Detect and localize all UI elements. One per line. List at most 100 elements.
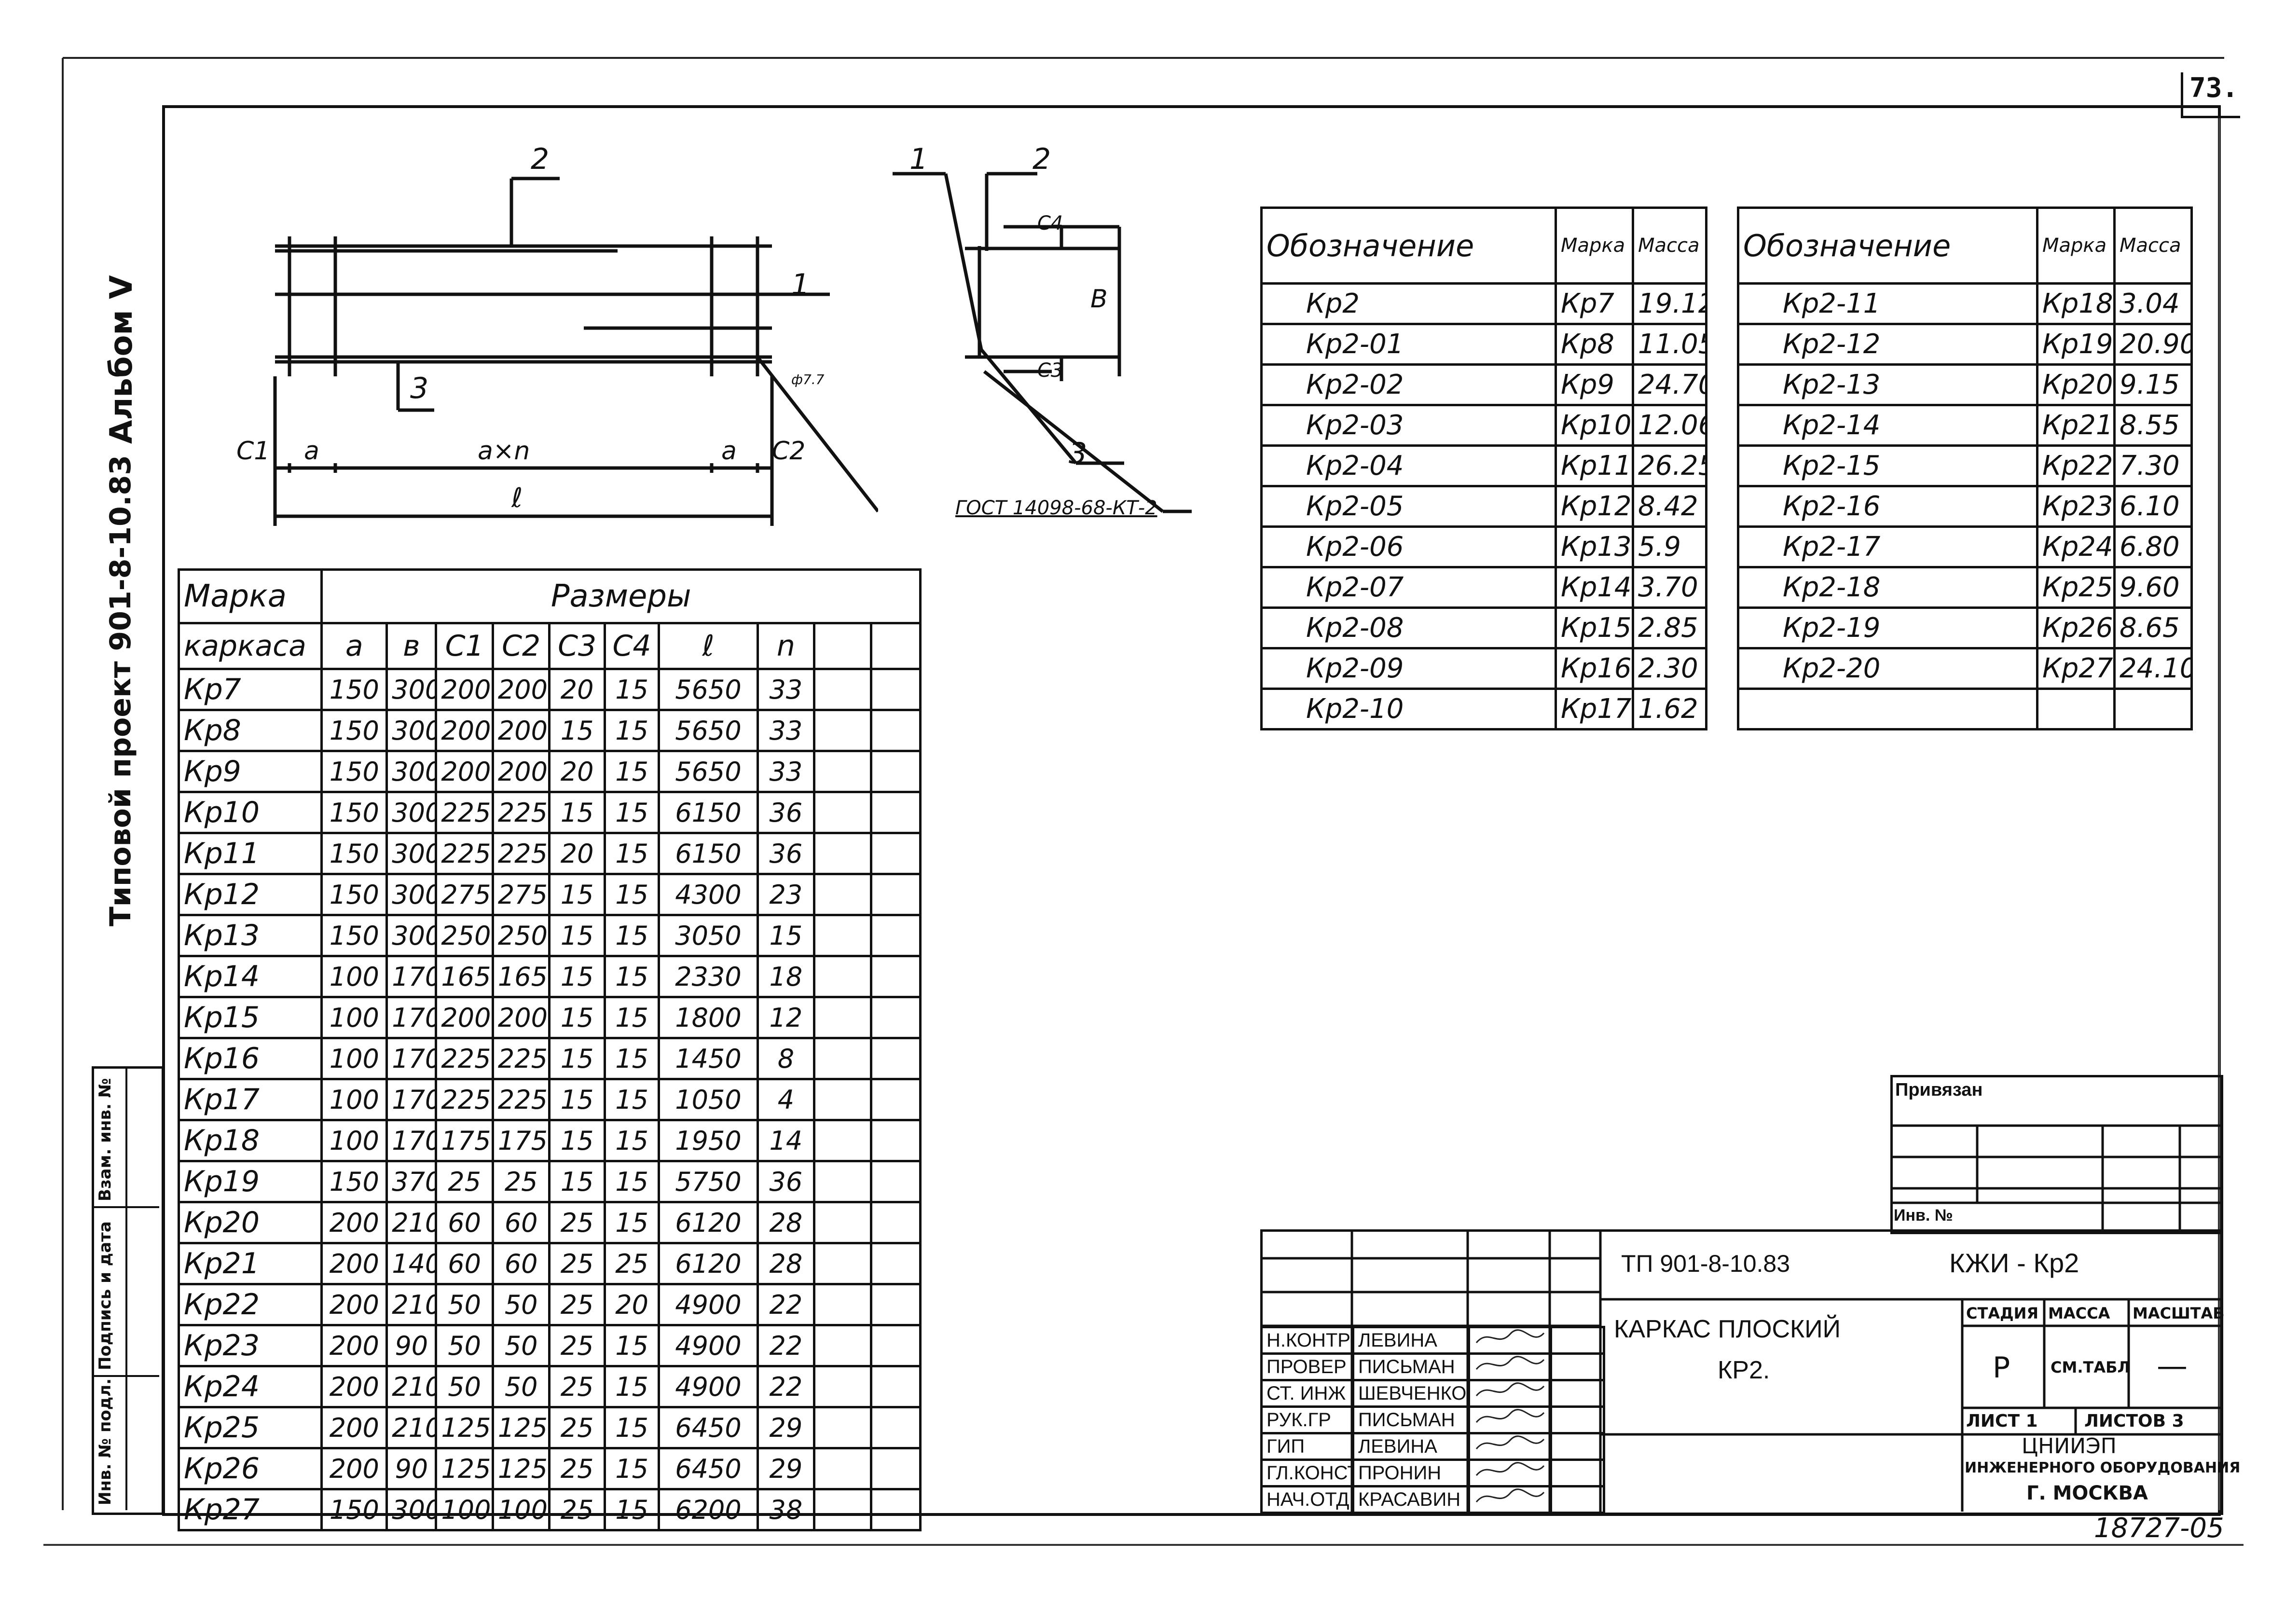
mass-value: СМ.ТАБЛ [2051, 1358, 2131, 1376]
size-cell: 28 [756, 1242, 816, 1285]
frame-section-drawing [893, 172, 1192, 513]
table-row: Кр101503002252251515615036 [177, 791, 922, 834]
size-cell: 25 [548, 1488, 606, 1531]
empty-cell [1550, 1459, 1605, 1487]
size-cell: 8 [756, 1037, 816, 1080]
signer-role: РУК.ГР [1260, 1405, 1354, 1434]
empty-cell [869, 750, 922, 793]
designation-cell: Кр2-15 [1737, 444, 2038, 487]
mass-cell: 8.65 [2113, 606, 2193, 649]
sizes-col-header: в [385, 622, 438, 670]
empty-cell [869, 1406, 922, 1449]
stamp-vzam: Взам. инв. № [96, 1078, 115, 1201]
mass-cell: 24.70 [1632, 363, 1707, 406]
size-cell: 15 [548, 914, 606, 957]
frame-mark-cell: Кр13 [177, 914, 323, 957]
org-line1: ЦНИИЭП [2022, 1434, 2117, 1459]
size-cell: 6120 [658, 1242, 759, 1285]
signature-cell [1468, 1432, 1552, 1461]
size-cell: 150 [320, 914, 388, 957]
size-cell: 6120 [658, 1201, 759, 1244]
size-cell: 15 [548, 709, 606, 752]
doc-code: КЖИ - Кр2 [1949, 1248, 2079, 1278]
d1-c1-label: С1 [236, 437, 270, 466]
size-cell: 200 [435, 750, 494, 793]
designation-cell: Кр2-18 [1737, 566, 2038, 609]
empty-cell [813, 1201, 872, 1244]
empty-cell [869, 1078, 922, 1121]
size-cell: 15 [603, 1160, 661, 1203]
org-line3: Г. МОСКВА [2026, 1482, 2148, 1504]
size-cell: 3050 [658, 914, 759, 957]
size-cell: 15 [603, 1488, 661, 1531]
signer-role: НАЧ.ОТД [1260, 1485, 1354, 1514]
side-stamp-h1 [92, 1206, 159, 1208]
mass-cell: 2.85 [1632, 606, 1707, 649]
mass-cell: 3.70 [1632, 566, 1707, 609]
table-row: Кр151001702002001515180012 [177, 996, 922, 1039]
size-cell: 300 [385, 873, 438, 916]
size-cell: 15 [548, 996, 606, 1039]
empty-cell [1550, 1485, 1605, 1514]
size-cell: 22 [756, 1365, 816, 1408]
designation-cell: Кр2-20 [1737, 647, 2038, 690]
size-cell: 60 [491, 1242, 551, 1285]
empty-cell [869, 955, 922, 998]
mark-cell: Кр13 [1555, 525, 1634, 568]
empty-cell [869, 791, 922, 834]
size-cell: 33 [756, 750, 816, 793]
size-cell: 300 [385, 668, 438, 711]
signer-role: ГЛ.КОНСТР [1260, 1459, 1354, 1487]
size-cell: 250 [491, 914, 551, 957]
signer-name: ШЕВЧЕНКО [1352, 1379, 1470, 1408]
org-line2: ИНЖЕНЕРНОГО ОБОРУДОВАНИЯ [1965, 1459, 2241, 1476]
size-cell: 170 [385, 1078, 438, 1121]
size-cell: 6150 [658, 832, 759, 875]
sizes-col-header [869, 622, 922, 670]
size-cell: 15 [603, 1078, 661, 1121]
size-cell: 125 [491, 1406, 551, 1449]
empty-cell [869, 1160, 922, 1203]
d1-pos2-label: 2 [531, 142, 550, 176]
frame-mark-cell: Кр12 [177, 873, 323, 916]
designation-cell [1737, 688, 2038, 730]
stage-value: Р [1993, 1351, 2010, 1385]
table-row: Кр71503002002002015565033 [177, 668, 922, 711]
size-cell: 175 [491, 1119, 551, 1162]
sizes-col-header: a [320, 622, 388, 670]
empty-cell [813, 873, 872, 916]
size-cell: 15 [603, 955, 661, 998]
designation-cell: Кр2-02 [1260, 363, 1557, 406]
empty-cell [813, 1447, 872, 1490]
empty-cell [813, 914, 872, 957]
designation-header: Марка [1555, 206, 1634, 285]
empty-cell [813, 1365, 872, 1408]
mass-cell: 7.30 [2113, 444, 2193, 487]
frame-mark-cell: Кр26 [177, 1447, 323, 1490]
frame-mark-cell: Кр20 [177, 1201, 323, 1244]
signature-scribble [1475, 1488, 1545, 1502]
table-row: Кр2420021050502515490022 [177, 1365, 922, 1408]
empty-cell [1550, 1432, 1605, 1461]
designation-header: Обозначение [1737, 206, 2038, 285]
mark-cell: Кр14 [1555, 566, 1634, 609]
empty-cell [869, 832, 922, 875]
size-cell: 225 [435, 791, 494, 834]
mass-label: МАССА [2048, 1304, 2110, 1322]
size-cell: 225 [435, 1078, 494, 1121]
size-cell: 22 [756, 1283, 816, 1326]
size-cell: 20 [548, 668, 606, 711]
frame-mark-cell: Кр24 [177, 1365, 323, 1408]
empty-cell [813, 996, 872, 1039]
mark-cell: Кр11 [1555, 444, 1634, 487]
size-cell: 165 [491, 955, 551, 998]
mark-cell: Кр27 [2036, 647, 2116, 690]
signature-cell [1468, 1352, 1552, 1381]
table-row: Кр2120014060602525612028 [177, 1242, 922, 1285]
mass-cell: 3.04 [2113, 282, 2193, 325]
